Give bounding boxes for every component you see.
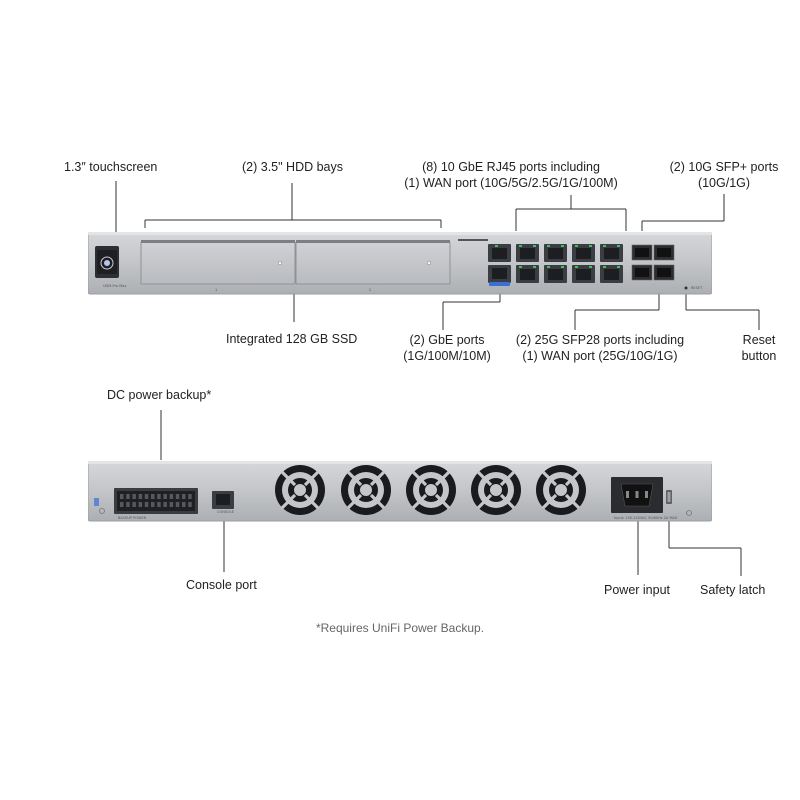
label-sfp28-ports: (2) 25G SFP28 ports including (1) WAN po… bbox=[504, 332, 696, 364]
dc-pin bbox=[151, 502, 155, 507]
dc-pin bbox=[138, 494, 143, 499]
front-panel bbox=[88, 232, 712, 295]
fans bbox=[275, 465, 586, 515]
rj45-port bbox=[572, 244, 595, 262]
reset-button bbox=[684, 286, 688, 290]
console-port bbox=[212, 491, 234, 509]
power-inlet bbox=[611, 477, 663, 513]
fan bbox=[275, 465, 325, 515]
label-rj45-ports: (8) 10 GbE RJ45 ports including (1) WAN … bbox=[384, 159, 638, 191]
label-gbe-ports: (2) GbE ports (1G/100M/10M) bbox=[392, 332, 502, 364]
fan bbox=[536, 465, 586, 515]
dc-pin bbox=[126, 502, 130, 507]
label-gbe-line1: (2) GbE ports bbox=[409, 333, 485, 347]
fan bbox=[341, 465, 391, 515]
rj45-port bbox=[544, 244, 567, 262]
dc-pin bbox=[163, 494, 167, 499]
label-safety-latch: Safety latch bbox=[700, 583, 766, 597]
dc-pin bbox=[188, 494, 192, 499]
label-power-input: Power input bbox=[604, 583, 671, 597]
dc-pin bbox=[144, 494, 149, 499]
dc-pin bbox=[132, 494, 136, 499]
rear-panel bbox=[88, 461, 712, 522]
label-sfp-plus-line2: (10G/1G) bbox=[697, 176, 751, 190]
dc-pin bbox=[120, 502, 124, 507]
dc-pin bbox=[132, 502, 136, 507]
label-rj45-line1: (8) 10 GbE RJ45 ports including bbox=[422, 160, 600, 174]
model-label: UDM-Pro Max bbox=[103, 284, 127, 288]
label-reset: Reset button bbox=[730, 332, 788, 364]
power-rating-text: Input: 100-240VAC 50/60Hz 2A MAX bbox=[614, 516, 678, 520]
console-text: CONSOLE bbox=[217, 510, 234, 514]
label-reset-line1: Reset bbox=[742, 333, 776, 347]
dc-pin bbox=[169, 494, 174, 499]
touchscreen bbox=[95, 246, 119, 278]
hdd-bay-1 bbox=[140, 240, 296, 285]
rj45-port bbox=[516, 265, 539, 283]
dc-pin bbox=[188, 502, 192, 507]
label-console-port: Console port bbox=[186, 578, 257, 592]
safety-latch bbox=[666, 490, 672, 504]
label-sfp-plus: (2) 10G SFP+ ports (10G/1G) bbox=[664, 159, 784, 191]
label-gbe-line2: (1G/100M/10M) bbox=[403, 349, 491, 363]
label-hdd-bays: (2) 3.5" HDD bays bbox=[242, 160, 343, 174]
rj45-port bbox=[544, 265, 567, 283]
dc-pin bbox=[169, 502, 174, 507]
label-dc-power-backup: DC power backup* bbox=[107, 388, 212, 402]
dc-pin bbox=[151, 494, 155, 499]
label-rj45-line2: (1) WAN port (10G/5G/2.5G/1G/100M) bbox=[404, 176, 618, 190]
dc-pin bbox=[175, 502, 180, 507]
label-sfp28-line2: (1) WAN port (25G/10G/1G) bbox=[522, 349, 678, 363]
dc-pin bbox=[157, 502, 161, 507]
rj45-port bbox=[600, 244, 623, 262]
rj45-port bbox=[600, 265, 623, 283]
label-sfp28-line1: (2) 25G SFP28 ports including bbox=[515, 333, 685, 347]
bay1-number: 1 bbox=[215, 288, 218, 292]
bay2-number: 2 bbox=[369, 288, 372, 292]
dc-pin bbox=[175, 494, 180, 499]
label-reset-line2: button bbox=[741, 349, 777, 363]
hdd-bay-2 bbox=[295, 240, 451, 285]
dc-pin bbox=[182, 502, 186, 507]
dc-pin bbox=[182, 494, 186, 499]
dc-pin bbox=[120, 494, 124, 499]
dc-pin bbox=[126, 494, 130, 499]
sfp-ports bbox=[631, 244, 675, 281]
dc-pin bbox=[157, 494, 161, 499]
rj45-ports bbox=[516, 244, 623, 283]
backup-power-text: BACKUP POWER bbox=[118, 516, 147, 520]
footnote: *Requires UniFi Power Backup. bbox=[315, 621, 485, 635]
label-touchscreen: 1.3″ touchscreen bbox=[64, 160, 158, 174]
rj45-port bbox=[572, 265, 595, 283]
reset-text: RESET bbox=[691, 286, 703, 290]
dc-pin bbox=[163, 502, 167, 507]
gbe-ports bbox=[488, 244, 511, 286]
fan bbox=[406, 465, 456, 515]
label-sfp-plus-line1: (2) 10G SFP+ ports bbox=[669, 160, 779, 174]
dc-power-connector bbox=[114, 488, 198, 514]
dc-pin bbox=[138, 502, 143, 507]
fan bbox=[471, 465, 521, 515]
dc-pin bbox=[144, 502, 149, 507]
label-ssd: Integrated 128 GB SSD bbox=[226, 332, 358, 346]
rj45-port bbox=[516, 244, 539, 262]
